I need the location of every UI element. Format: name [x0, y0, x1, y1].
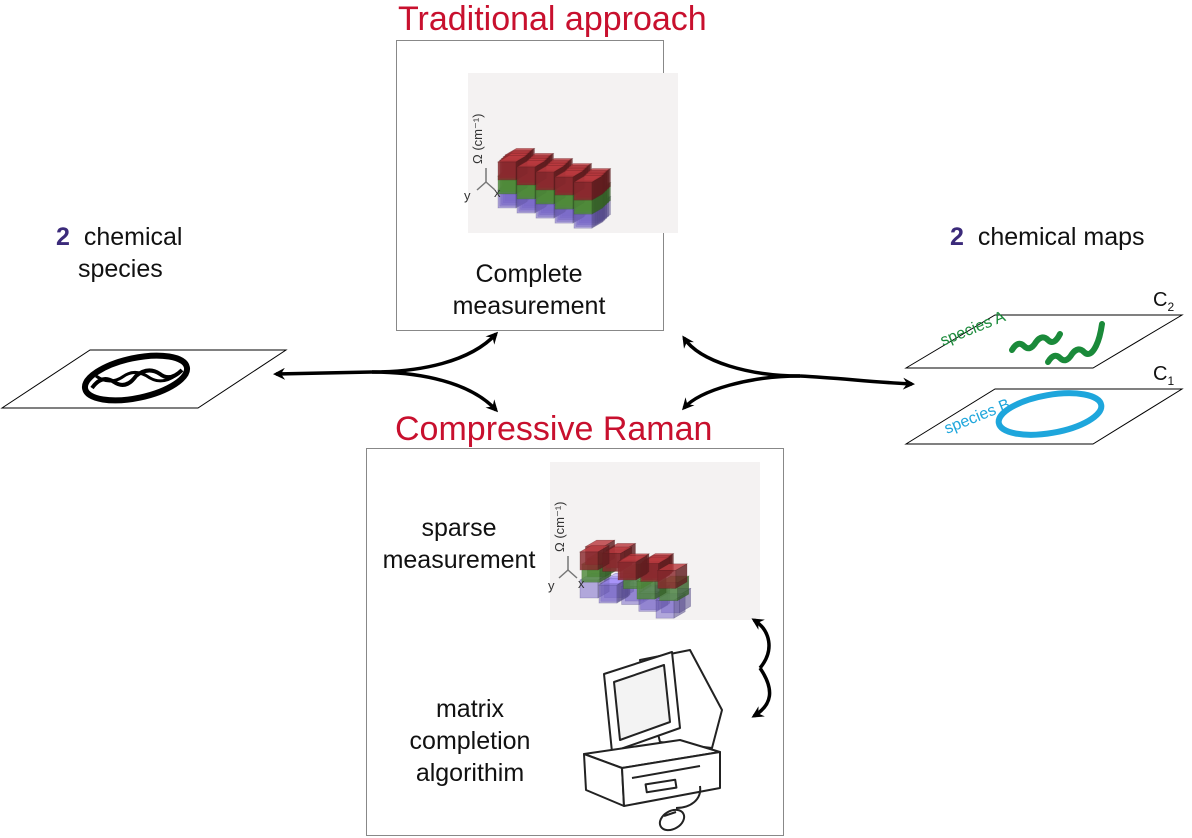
map-plane-c2 — [904, 314, 1184, 369]
left-line-2: species — [78, 255, 163, 283]
arrow-to-sparse-cube — [751, 618, 771, 670]
arrow-to-species — [273, 367, 373, 380]
omega-axis-label-traditional: Ω (cm⁻¹) — [470, 113, 485, 164]
caption-line-2: measurement — [452, 292, 606, 320]
species-plane — [0, 349, 288, 409]
sparse-line-1: sparse — [421, 514, 497, 542]
compressive-title: Compressive Raman — [395, 410, 713, 448]
arrow-to-traditional — [371, 331, 499, 374]
right-line-1: chemical maps — [977, 223, 1145, 251]
caption-line-1: Complete — [475, 260, 583, 288]
computer-icon — [583, 649, 723, 832]
right-maps-count: 2 — [950, 223, 964, 251]
algo-line-1: matrix — [435, 695, 505, 723]
c1-label: C1 — [1153, 363, 1175, 388]
left-line-1: chemical — [83, 223, 183, 251]
x-axis-label-traditional: x — [494, 185, 501, 200]
full-data-cube — [496, 147, 612, 229]
arrow-to-computer — [751, 667, 772, 718]
axis-glyph-compressive — [558, 556, 578, 579]
axis-glyph-traditional — [476, 168, 496, 191]
y-axis-label-traditional: y — [464, 188, 471, 203]
x-axis-label-compressive: x — [578, 576, 585, 591]
complete-measurement-caption: Complete measurement — [396, 258, 662, 322]
left-species-count: 2 — [56, 223, 70, 251]
sparse-measurement-label: sparse measurement — [366, 512, 552, 576]
traditional-title: Traditional approach — [398, 0, 707, 38]
omega-axis-label-compressive: Ω (cm⁻¹) — [552, 501, 567, 552]
algorithm-label: matrix completion algorithim — [380, 693, 560, 789]
sparse-line-2: measurement — [382, 546, 536, 574]
left-species-label: 2 chemical species — [56, 221, 182, 285]
algo-line-3: algorithim — [415, 759, 525, 787]
algo-line-2: completion — [409, 727, 531, 755]
arrow-from-traditional — [682, 335, 801, 378]
sparse-data-cube — [578, 539, 692, 619]
arrow-to-compressive — [371, 370, 499, 413]
c2-label: C2 — [1153, 289, 1175, 314]
y-axis-label-compressive: y — [548, 578, 555, 593]
arrow-from-compressive — [682, 374, 801, 411]
arrow-to-maps — [799, 374, 915, 390]
map-plane-c1 — [904, 388, 1184, 445]
right-maps-label: 2 chemical maps — [950, 221, 1145, 253]
